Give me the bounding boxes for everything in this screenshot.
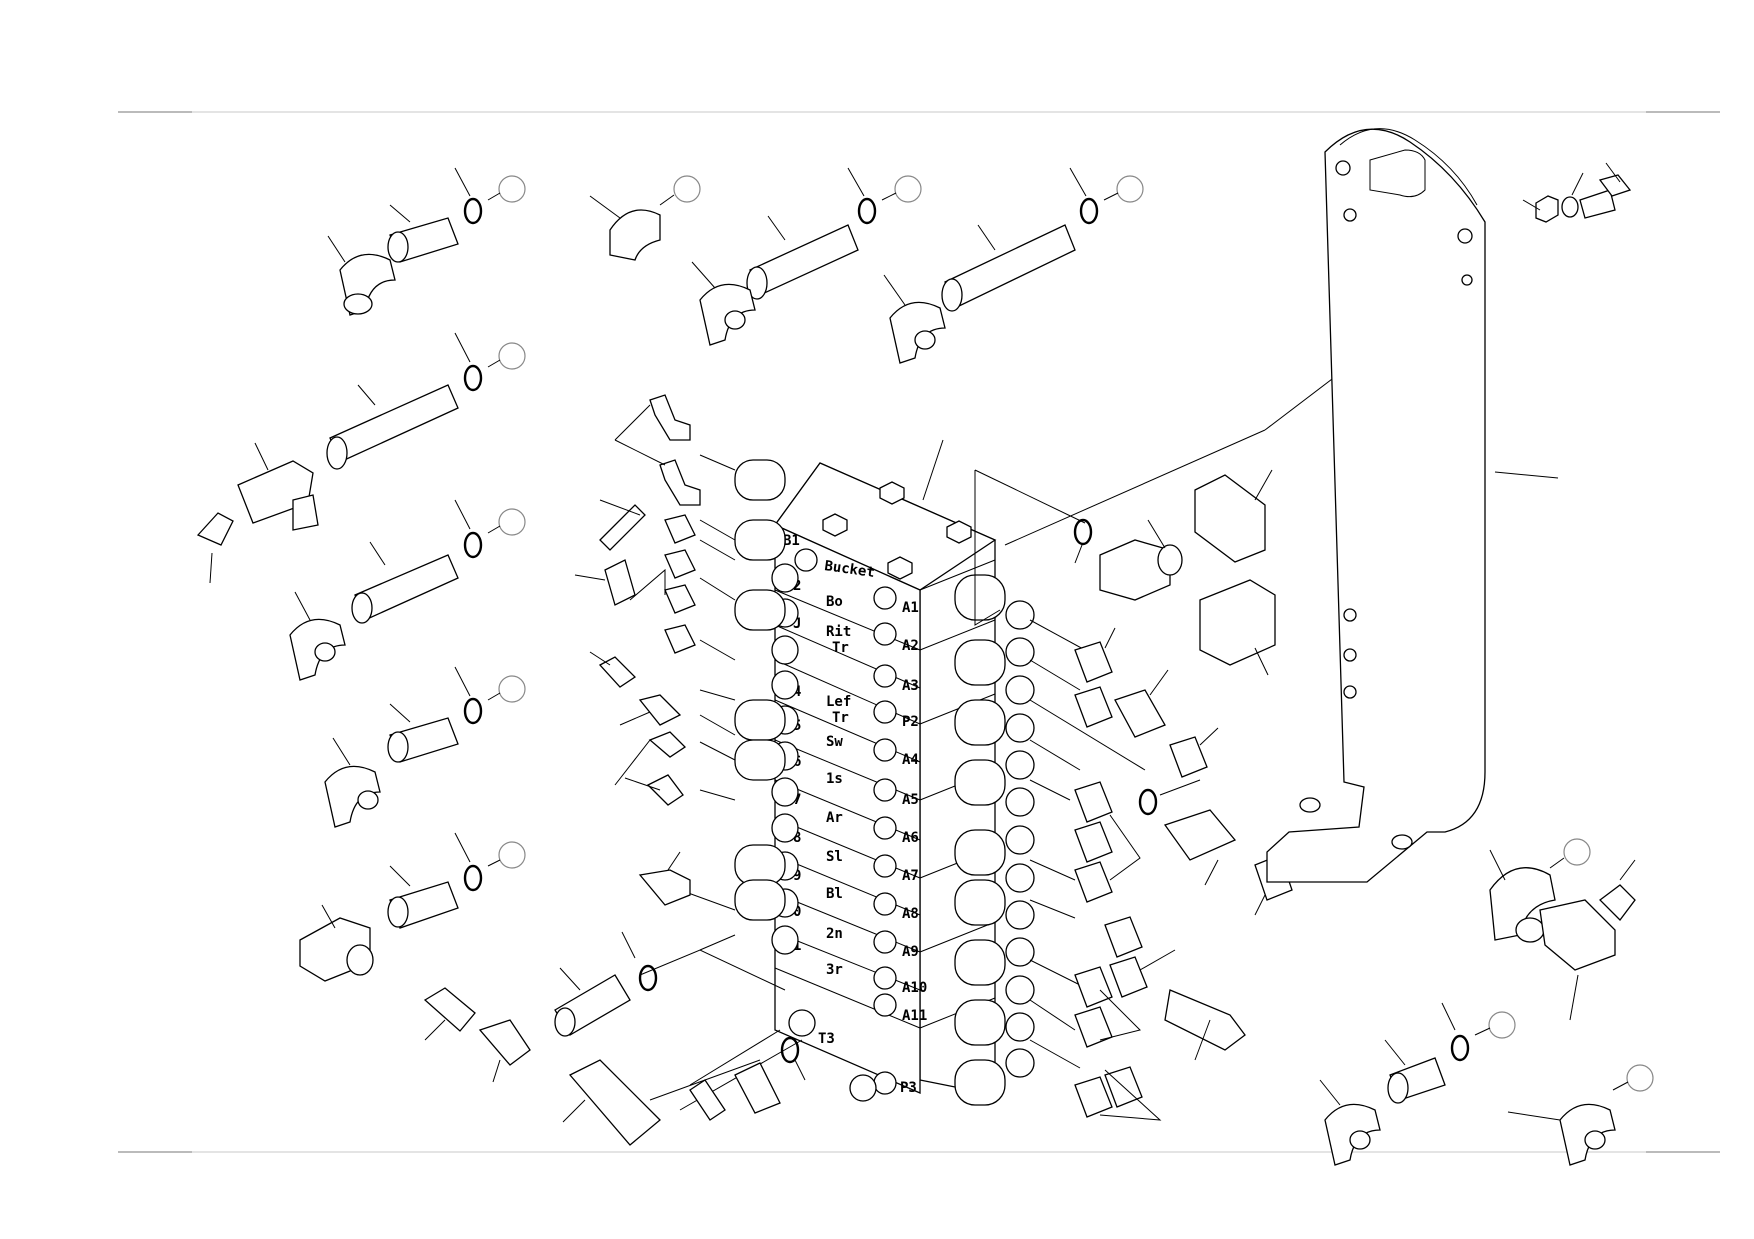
- port-label-a2: A2: [902, 638, 919, 654]
- label-sl: Sl: [826, 849, 843, 865]
- left-fittings: [196, 167, 806, 1146]
- label-3rd: 3r: [826, 962, 843, 978]
- port-label-a8: A8: [902, 906, 919, 922]
- block-left-connectors: [574, 394, 701, 906]
- fitting-row-1: [327, 167, 526, 316]
- label-bl: Bl: [826, 886, 843, 902]
- label-bucket: Bucket: [823, 558, 875, 581]
- port-label-a9: A9: [902, 944, 919, 960]
- label-b1: B1: [783, 533, 800, 549]
- port-label-p2: P2: [902, 714, 919, 730]
- label-swing: Sw: [826, 734, 843, 750]
- block-right-connectors: [1073, 469, 1293, 1121]
- label-9: 9: [793, 868, 801, 884]
- left-cylinders: [734, 459, 786, 921]
- port-circles: [788, 548, 897, 1102]
- fitting-row-4: [324, 666, 526, 828]
- mounting-bracket: [1266, 128, 1632, 883]
- label-tr2: Tr: [832, 710, 849, 726]
- label-4: 4: [793, 684, 801, 700]
- top-hex-nut: [822, 481, 972, 580]
- label-p3: P3: [900, 1080, 917, 1096]
- fitting-row-5: [299, 832, 526, 982]
- label-arm: Ar: [826, 810, 843, 826]
- fitting-row-6: [423, 931, 806, 1146]
- label-1st: 1s: [826, 771, 843, 787]
- label-t3: T3: [818, 1031, 835, 1047]
- port-label-a11: A11: [902, 1008, 927, 1024]
- label-boom: Bo: [826, 594, 843, 610]
- port-label-a10: A10: [902, 980, 927, 996]
- label-rit: Rit: [826, 624, 851, 640]
- label-2nd: 2n: [826, 926, 843, 942]
- label-2: 2: [793, 578, 801, 594]
- label-tr1: Tr: [832, 640, 849, 656]
- label-left: Lef: [826, 694, 851, 710]
- port-label-a4: A4: [902, 752, 919, 768]
- right-bottom-fittings: [1319, 838, 1654, 1166]
- top-fittings: [589, 167, 1144, 364]
- port-label-a6: A6: [902, 830, 919, 846]
- port-label-a3: A3: [902, 678, 919, 694]
- label-j: J: [793, 616, 801, 632]
- label-7: 7: [793, 792, 801, 808]
- port-label-a7: A7: [902, 868, 919, 884]
- label-8: 8: [793, 830, 801, 846]
- fitting-row-2: [196, 332, 526, 584]
- fitting-row-3: [289, 499, 526, 681]
- port-label-a1: A1: [902, 600, 919, 616]
- right-spool-caps: [954, 574, 1035, 1106]
- label-10: 0: [793, 904, 801, 920]
- port-label-a5: A5: [902, 792, 919, 808]
- control-valve-block: B1 Bucket 2 Bo J Rit Tr 4 Lef Tr 5 Sw 6 …: [774, 462, 997, 1102]
- page-border: [118, 111, 1720, 1153]
